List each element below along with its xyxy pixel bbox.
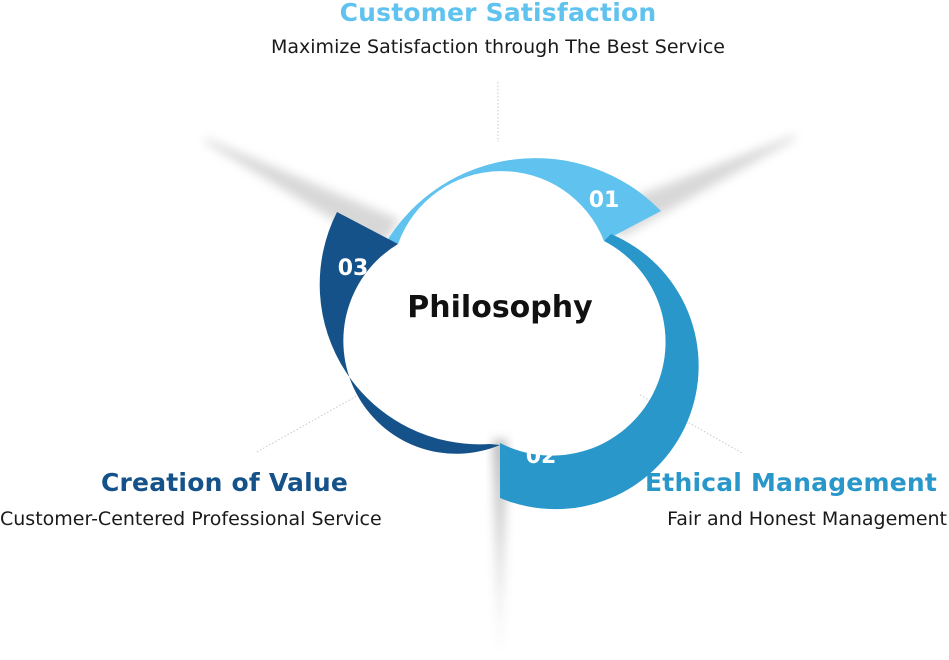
segment-01-arc (385, 158, 661, 244)
segment-02-number: 02 (526, 444, 557, 469)
guide-lines (254, 82, 743, 454)
item-01-subtitle: Maximize Satisfaction through The Best S… (271, 36, 725, 58)
item-03-title: Creation of Value (100, 468, 349, 497)
item-02-subtitle: Fair and Honest Management (667, 508, 947, 530)
item-01-title: Customer Satisfaction (339, 0, 657, 27)
segment-01-number: 01 (589, 188, 620, 213)
center-circle (380, 187, 620, 427)
item-03-subtitle: Customer-Centered Professional Service (0, 508, 382, 530)
segment-02-arc (500, 234, 699, 510)
item-02-title: Ethical Management (645, 468, 937, 497)
segment-03-arc (319, 212, 500, 454)
center-label: Philosophy (407, 290, 593, 325)
segment-03-number: 03 (338, 256, 369, 281)
